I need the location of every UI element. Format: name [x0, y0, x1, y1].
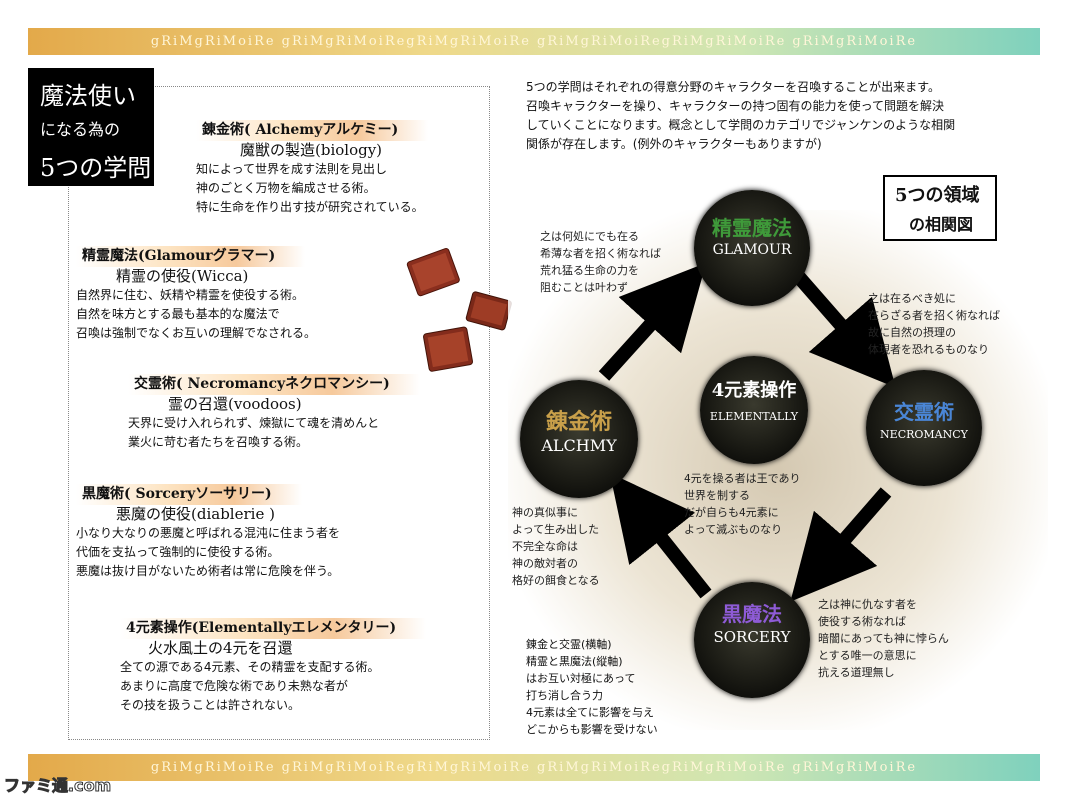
title-line-1: 魔法使い [40, 82, 136, 110]
circle-sorcery-jp: 黒魔法 [722, 602, 782, 626]
correlation-title-box: 5つの領域 の相関図 [883, 175, 997, 241]
top-banner: gRiMgRiMoiRe gRiMgRiMoiRegRiMgRiMoiRe gR… [28, 28, 1040, 55]
page-title: 魔法使い になる為の 5つの学問 [28, 68, 154, 186]
site-watermark: ファミ通.com [3, 776, 112, 796]
title-line-3: 5つの学問 [40, 154, 152, 182]
note-elementally: 4元を操る者は王であり 世界を制する だが自らも4元素に よって滅ぶものなり [684, 472, 801, 536]
axis-legend: 錬金と交霊(横軸) 精霊と黒魔法(縦軸) はお互い対極にあって 打ち消し合う力 … [526, 638, 658, 736]
circle-necromancy-en: NECROMANCY [880, 428, 968, 441]
arrow-glamour-to-necromancy [792, 271, 896, 388]
note-necromancy: 之は在るべき処に 在らざる者を招く術なれば 故に自然の摂理の 体現者を恐れるもの… [868, 292, 1000, 356]
flying-books-illustration [406, 248, 512, 372]
circle-elementally-en: ELEMENTALLY [709, 410, 799, 423]
section-sorcery: 黒魔術( Sorceryソーサリー) 悪魔の使役(diablerie ) 小なり… [76, 484, 340, 581]
section-subtitle: 霊の召還(voodoos) [168, 395, 302, 413]
note-sorcery: 之は神に仇なす者を 使役する術なれば 暗闇にあっても神に悖らん とする唯一の意思… [818, 598, 949, 679]
section-heading: 交霊術( Necromancyネクロマンシー) [128, 374, 420, 395]
circle-glamour-jp: 精霊魔法 [712, 216, 792, 240]
circle-sorcery: 黒魔法 SORCERY [694, 582, 810, 698]
circle-alchemy: 錬金術 ALCHMY [520, 380, 638, 498]
section-body: 全ての源である4元素、その精霊を支配する術。 あまりに高度で危険な術であり未熟な… [120, 660, 380, 712]
bottom-banner: gRiMgRiMoiRe gRiMgRiMoiRegRiMgRiMoiRe gR… [28, 754, 1040, 781]
arrow-sorcery-to-alchemy [609, 473, 712, 599]
circle-alchemy-jp: 錬金術 [545, 409, 612, 435]
section-subtitle: 精霊の使役(Wicca) [116, 267, 249, 285]
section-alchemy: 錬金術( Alchemyアルケミー) 魔獣の製造(biology) 知によって世… [196, 120, 429, 217]
section-heading: 精霊魔法(Glamourグラマー) [76, 246, 306, 267]
circle-necromancy-jp: 交霊術 [894, 400, 954, 424]
section-heading: 黒魔術( Sorceryソーサリー) [76, 484, 302, 505]
left-panel-frame [68, 86, 490, 740]
circle-sorcery-en: SORCERY [713, 628, 791, 646]
section-body: 自然界に住む、妖精や精霊を使役する術。 自然を味方とする最も基本的な魔法で 召喚… [76, 288, 317, 340]
note-glamour: 之は何処にでも在る 希薄な者を招く術なれば 荒れ猛る生命の力を 阻むことは叶わず [540, 230, 661, 294]
section-subtitle: 火水風土の4元を召還 [148, 639, 293, 657]
correlation-title-line-1: 5つの領域 [895, 185, 980, 206]
circle-necromancy: 交霊術 NECROMANCY [866, 370, 982, 486]
section-subtitle: 魔獣の製造(biology) [240, 141, 383, 159]
section-glamour: 精霊魔法(Glamourグラマー) 精霊の使役(Wicca) 自然界に住む、妖精… [76, 246, 316, 343]
circle-glamour: 精霊魔法 GLAMOUR [694, 190, 810, 306]
circle-elementally: 4元素操作 ELEMENTALLY [700, 356, 808, 464]
note-alchemy: 神の真似事に よって生み出した 不完全な命は 神の敵対者の 格好の餌食となる [512, 506, 600, 587]
intro-text: 5つの学問はそれぞれの得意分野のキャラクターを召喚することが出来ます。 召喚キャ… [526, 80, 956, 151]
section-body: 知によって世界を成す法則を見出し 神のごとく万物を編成させる術。 特に生命を作り… [196, 162, 424, 214]
arrow-necromancy-to-sorcery [790, 487, 892, 602]
correlation-title-line-2: の相関図 [909, 215, 974, 234]
section-heading: 錬金術( Alchemyアルケミー) [196, 120, 429, 141]
circle-glamour-en: GLAMOUR [712, 242, 792, 258]
circle-alchemy-en: ALCHMY [541, 436, 617, 455]
section-body: 小なり大なりの悪魔と呼ばれる混沌に住まう者を 代価を支払って強制的に使役する術。… [76, 526, 341, 578]
circle-elementally-jp: 4元素操作 [711, 380, 797, 401]
section-necromancy: 交霊術( Necromancyネクロマンシー) 霊の召還(voodoos) 天界… [128, 374, 420, 452]
section-subtitle: 悪魔の使役(diablerie ) [116, 505, 275, 523]
section-elementally: 4元素操作(Elementallyエレメンタリー) 火水風土の4元を召還 全ての… [120, 618, 427, 715]
title-line-2: になる為の [40, 120, 121, 139]
section-heading: 4元素操作(Elementallyエレメンタリー) [120, 618, 427, 639]
section-body: 天界に受け入れられず、煉獄にて魂を清めんと 業火に苛む者たちを召喚する術。 [128, 416, 380, 449]
arrow-alchemy-to-glamour [598, 262, 707, 381]
